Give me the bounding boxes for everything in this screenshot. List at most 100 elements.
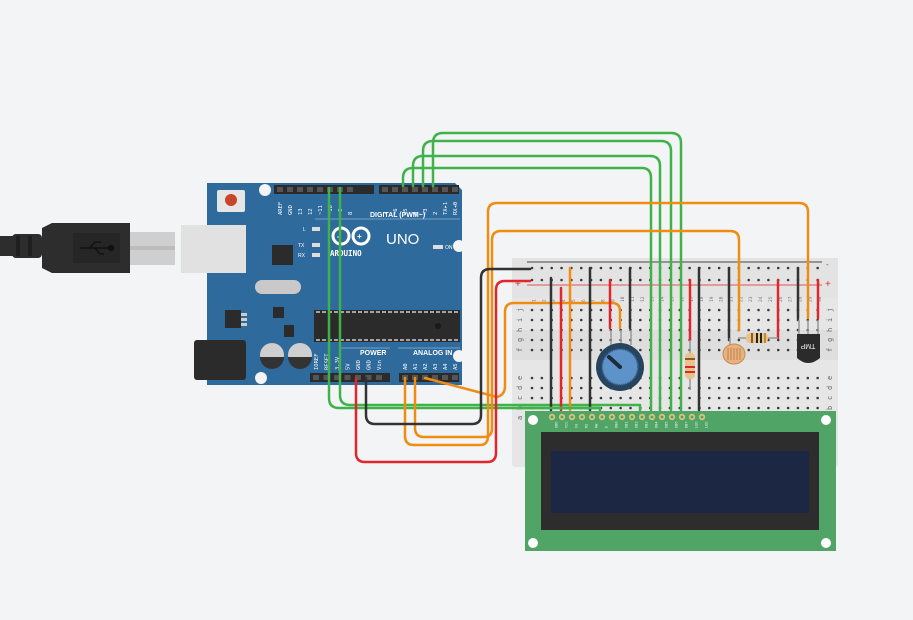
breadboard-hole[interactable] bbox=[708, 338, 711, 342]
breadboard-hole[interactable] bbox=[767, 386, 770, 390]
rail-hole[interactable] bbox=[639, 278, 642, 282]
breadboard-hole[interactable] bbox=[786, 406, 790, 410]
breadboard-hole[interactable] bbox=[688, 406, 691, 410]
breadboard-hole[interactable] bbox=[717, 328, 721, 332]
breadboard-hole[interactable] bbox=[737, 338, 741, 342]
rail-hole[interactable] bbox=[776, 266, 780, 270]
breadboard-hole[interactable] bbox=[727, 406, 731, 410]
wire-green-d12[interactable] bbox=[327, 186, 602, 412]
breadboard-hole[interactable] bbox=[747, 348, 750, 352]
rail-hole[interactable] bbox=[757, 266, 760, 270]
potentiometer[interactable] bbox=[596, 330, 644, 391]
breadboard-hole[interactable] bbox=[579, 348, 583, 352]
rail-hole[interactable] bbox=[747, 266, 750, 270]
wire-orange-a2[interactable] bbox=[423, 301, 622, 399]
breadboard-hole[interactable] bbox=[619, 406, 622, 410]
breadboard-hole[interactable] bbox=[757, 308, 760, 312]
rail-hole[interactable] bbox=[560, 266, 563, 270]
breadboard-hole[interactable] bbox=[717, 338, 721, 342]
header-pin[interactable] bbox=[334, 375, 340, 380]
breadboard-hole[interactable] bbox=[609, 396, 613, 400]
rail-hole[interactable] bbox=[708, 278, 711, 282]
wire-green-d2[interactable] bbox=[431, 131, 683, 412]
breadboard-hole[interactable] bbox=[757, 376, 760, 380]
temperature-sensor[interactable]: TMP bbox=[797, 320, 820, 363]
breadboard-hole[interactable] bbox=[796, 396, 800, 400]
breadboard-hole[interactable] bbox=[737, 406, 741, 410]
breadboard-hole[interactable] bbox=[579, 396, 583, 400]
breadboard-hole[interactable] bbox=[767, 406, 770, 410]
breadboard-hole[interactable] bbox=[599, 328, 603, 332]
breadboard-hole[interactable] bbox=[579, 338, 583, 342]
breadboard-hole[interactable] bbox=[747, 406, 750, 410]
breadboard-hole[interactable] bbox=[806, 396, 810, 400]
breadboard-hole[interactable] bbox=[629, 396, 632, 400]
breadboard-hole[interactable] bbox=[727, 376, 731, 380]
breadboard-hole[interactable] bbox=[727, 396, 731, 400]
breadboard-hole[interactable] bbox=[639, 396, 642, 400]
rail-hole[interactable] bbox=[717, 278, 721, 282]
header-pin[interactable] bbox=[422, 187, 428, 192]
wire-orange-a0[interactable] bbox=[403, 201, 810, 447]
header-pin[interactable] bbox=[442, 375, 448, 380]
breadboard-hole[interactable] bbox=[599, 338, 603, 342]
breadboard-hole[interactable] bbox=[717, 348, 721, 352]
breadboard-hole[interactable] bbox=[816, 376, 819, 380]
breadboard-hole[interactable] bbox=[708, 308, 711, 312]
header-pin[interactable] bbox=[344, 375, 351, 380]
breadboard-hole[interactable] bbox=[786, 348, 790, 352]
breadboard-hole[interactable] bbox=[639, 386, 642, 390]
header-pin[interactable] bbox=[317, 187, 323, 192]
breadboard-hole[interactable] bbox=[757, 318, 760, 322]
header-pin[interactable] bbox=[432, 375, 438, 380]
breadboard-hole[interactable] bbox=[757, 396, 760, 400]
rail-hole[interactable] bbox=[599, 278, 603, 282]
header-pin[interactable] bbox=[402, 187, 408, 192]
analog-header[interactable] bbox=[399, 373, 459, 382]
header-pin[interactable] bbox=[392, 187, 398, 192]
rail-hole[interactable] bbox=[767, 278, 770, 282]
breadboard-hole[interactable] bbox=[639, 328, 642, 332]
header-pin[interactable] bbox=[297, 187, 303, 192]
rail-hole[interactable] bbox=[747, 278, 750, 282]
breadboard-hole[interactable] bbox=[530, 308, 534, 312]
wire-orange-a1[interactable] bbox=[413, 229, 741, 439]
header-pin[interactable] bbox=[323, 375, 330, 380]
rail-hole[interactable] bbox=[786, 266, 790, 270]
breadboard-hole[interactable] bbox=[579, 318, 583, 322]
header-pin[interactable] bbox=[365, 375, 372, 380]
header-pin[interactable] bbox=[313, 375, 319, 380]
rail-hole[interactable] bbox=[609, 266, 613, 270]
breadboard-hole[interactable] bbox=[786, 318, 790, 322]
breadboard-hole[interactable] bbox=[599, 386, 603, 390]
breadboard-hole[interactable] bbox=[776, 396, 780, 400]
breadboard-hole[interactable] bbox=[776, 376, 780, 380]
breadboard-hole[interactable] bbox=[708, 396, 711, 400]
header-pin[interactable] bbox=[382, 187, 388, 192]
breadboard-hole[interactable] bbox=[639, 318, 642, 322]
breadboard-hole[interactable] bbox=[786, 308, 790, 312]
breadboard-hole[interactable] bbox=[619, 396, 622, 400]
breadboard-hole[interactable] bbox=[530, 396, 534, 400]
breadboard-hole[interactable] bbox=[757, 406, 760, 410]
rail-hole[interactable] bbox=[550, 266, 553, 270]
breadboard-hole[interactable] bbox=[579, 328, 583, 332]
breadboard-hole[interactable] bbox=[639, 348, 642, 352]
breadboard-hole[interactable] bbox=[629, 406, 632, 410]
breadboard-hole[interactable] bbox=[757, 348, 760, 352]
breadboard-hole[interactable] bbox=[708, 328, 711, 332]
breadboard-hole[interactable] bbox=[717, 406, 721, 410]
breadboard-hole[interactable] bbox=[747, 308, 750, 312]
rail-hole[interactable] bbox=[619, 278, 622, 282]
rail-hole[interactable] bbox=[767, 266, 770, 270]
rail-hole[interactable] bbox=[560, 278, 563, 282]
breadboard-hole[interactable] bbox=[757, 386, 760, 390]
breadboard-hole[interactable] bbox=[530, 338, 534, 342]
breadboard-hole[interactable] bbox=[796, 406, 800, 410]
breadboard-hole[interactable] bbox=[786, 376, 790, 380]
rail-hole[interactable] bbox=[717, 266, 721, 270]
header-pin[interactable] bbox=[412, 187, 418, 192]
